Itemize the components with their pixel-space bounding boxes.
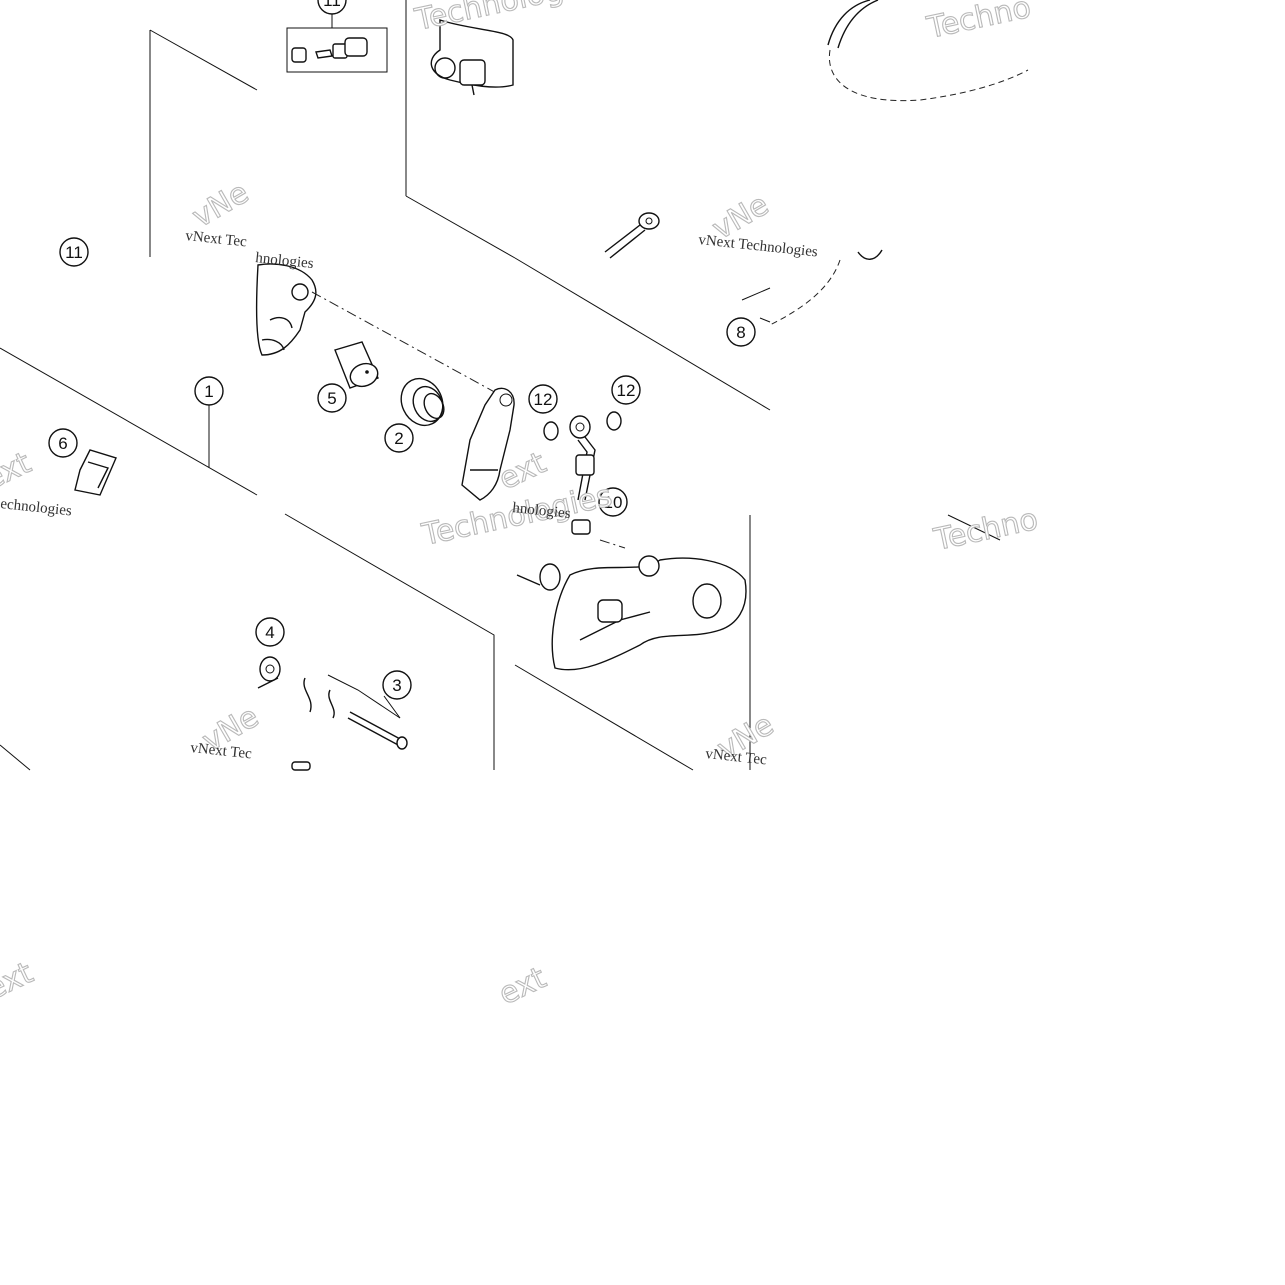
svg-text:6: 6 <box>58 434 67 453</box>
callout-11-top: 11 <box>317 0 347 15</box>
svg-text:1: 1 <box>204 382 213 401</box>
svg-text:11: 11 <box>65 243 83 262</box>
svg-text:8: 8 <box>736 323 745 342</box>
callout-11-left: 11 <box>59 237 89 267</box>
hose-fitting <box>604 212 883 326</box>
caliper-bracket <box>516 539 747 671</box>
upper-caliper-sketch <box>430 19 514 96</box>
watermark-techno-top-right: Techno <box>923 0 1034 46</box>
callout-12-left: 12 <box>528 384 558 414</box>
brake-hose-top <box>827 0 1029 102</box>
panel-outlines <box>0 0 1001 771</box>
svg-text:4: 4 <box>265 623 274 642</box>
callout-1: 1 <box>194 376 224 406</box>
watermark-nologies-2: hnologies <box>512 500 572 522</box>
watermark-vnext-tec-1: vNext Tec <box>185 228 248 250</box>
callout-6: 6 <box>48 428 78 458</box>
svg-text:10: 10 <box>604 493 623 512</box>
watermarks: Technologies Techno Technologies Techno … <box>0 0 1041 768</box>
assembly-axis <box>311 291 501 396</box>
watermark-vnext-technologies: vNext Technologies <box>698 232 819 260</box>
svg-text:2: 2 <box>394 429 403 448</box>
callout-12-right: 12 <box>611 375 641 405</box>
callout-8: 8 <box>726 317 756 347</box>
watermark-ext-left: ext <box>0 445 37 497</box>
callout-2: 2 <box>384 423 414 453</box>
svg-text:ext: ext <box>494 960 552 1012</box>
watermark-technologies-top: Technologies <box>411 0 608 38</box>
seal-kit <box>400 377 445 427</box>
piston <box>334 341 379 389</box>
watermark-techno-right: Techno <box>930 502 1041 558</box>
caliper-body <box>255 263 317 356</box>
callout-10: 10 <box>598 487 628 517</box>
banjo-hose <box>569 415 596 535</box>
callout-3: 3 <box>382 670 412 700</box>
bleeder-kit-box <box>286 12 388 73</box>
brake-pad <box>461 387 515 501</box>
svg-text:ext: ext <box>0 955 39 1007</box>
watermark-vnext-tec-2: vNext Tec <box>190 740 253 762</box>
watermark-nologies-1: hnologies <box>255 250 315 272</box>
watermark-vne-1: vNe <box>187 175 255 235</box>
svg-text:3: 3 <box>392 676 401 695</box>
watermark-fragments-bottom: ext ext <box>0 955 552 1013</box>
pad-pin-clips <box>257 656 408 771</box>
copper-washers <box>543 411 622 441</box>
watermark-technologies-left: echnologies <box>0 496 73 519</box>
callout-5: 5 <box>317 383 347 413</box>
watermark-vnext-tec-3: vNext Tec <box>705 746 768 768</box>
svg-text:5: 5 <box>327 389 336 408</box>
svg-text:11: 11 <box>323 0 341 10</box>
svg-text:12: 12 <box>617 381 636 400</box>
callout-4: 4 <box>255 617 285 647</box>
callouts: 11 11 8 1 5 2 12 12 <box>48 0 756 700</box>
pad-spring <box>74 449 117 496</box>
svg-text:12: 12 <box>534 390 553 409</box>
